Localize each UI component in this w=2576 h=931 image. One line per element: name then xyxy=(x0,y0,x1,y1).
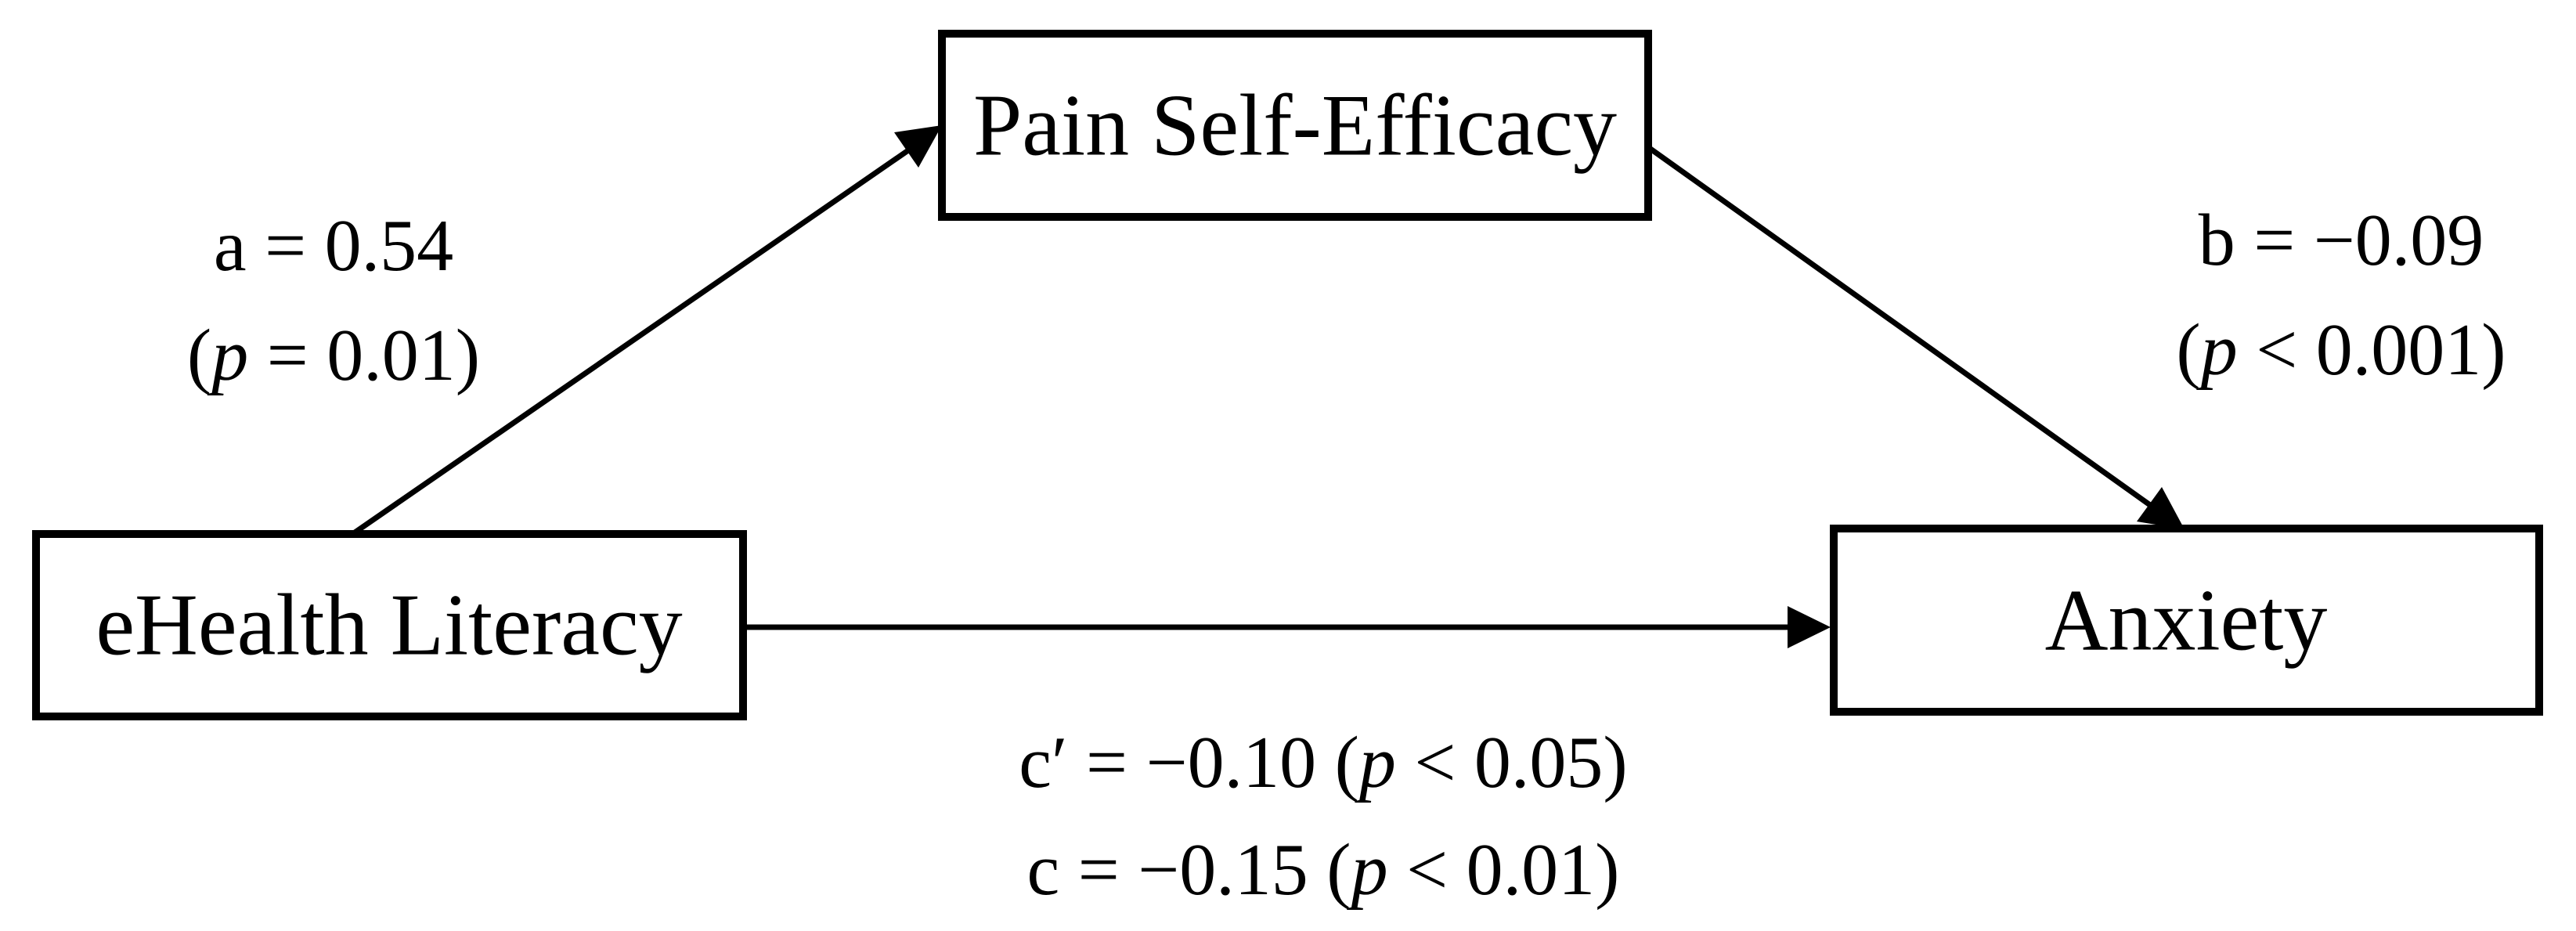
path-b-pvalue: (p < 0.001) xyxy=(2176,295,2506,405)
predictor-box xyxy=(32,530,747,720)
path-b-arrowhead-icon xyxy=(2137,487,2185,529)
path-b-line xyxy=(1646,145,2152,507)
path-a-p-rest: = 0.01) xyxy=(248,315,481,396)
path-a-pvalue: (p = 0.01) xyxy=(187,301,480,410)
path-a-arrowhead-icon xyxy=(894,125,942,168)
path-a-p-symbol: p xyxy=(211,315,249,396)
path-a-p-open: ( xyxy=(186,315,212,396)
path-c-label: c′ = −0.10 (p < 0.05) c = −0.15 (p < 0.0… xyxy=(1019,709,1627,924)
path-a-line xyxy=(345,148,910,540)
outcome-box xyxy=(1830,525,2543,716)
mediator-box xyxy=(938,30,1652,221)
path-a-coefficient: a = 0.54 xyxy=(213,205,454,287)
path-b-p-rest: < 0.001) xyxy=(2237,309,2506,391)
path-a-label: a = 0.54 (p = 0.01) xyxy=(187,191,480,410)
path-b-label: b = −0.09 (p < 0.001) xyxy=(2176,186,2506,405)
path-c-p-symbol: p xyxy=(1351,829,1388,911)
path-b-coefficient: b = −0.09 xyxy=(2198,200,2484,281)
path-c-arrowhead-icon xyxy=(1788,606,1831,648)
path-b-p-open: ( xyxy=(2176,309,2201,391)
path-c-prime-pre: c′ = −0.10 ( xyxy=(1019,722,1359,803)
path-c-prime-statement: c′ = −0.10 (p < 0.05) xyxy=(1019,709,1627,817)
path-c-pre: c = −0.15 ( xyxy=(1026,829,1351,911)
path-c-total-statement: c = −0.15 (p < 0.01) xyxy=(1019,817,1627,924)
path-c-prime-p-symbol: p xyxy=(1358,722,1396,803)
predictor-box-label: eHealth Literacy xyxy=(96,576,683,674)
outcome-box-label: Anxiety xyxy=(2044,572,2328,669)
path-c-post: < 0.01) xyxy=(1387,829,1620,911)
path-c-prime-post: < 0.05) xyxy=(1395,722,1628,803)
path-b-p-symbol: p xyxy=(2200,309,2238,391)
mediator-box-label: Pain Self-Efficacy xyxy=(972,77,1618,175)
